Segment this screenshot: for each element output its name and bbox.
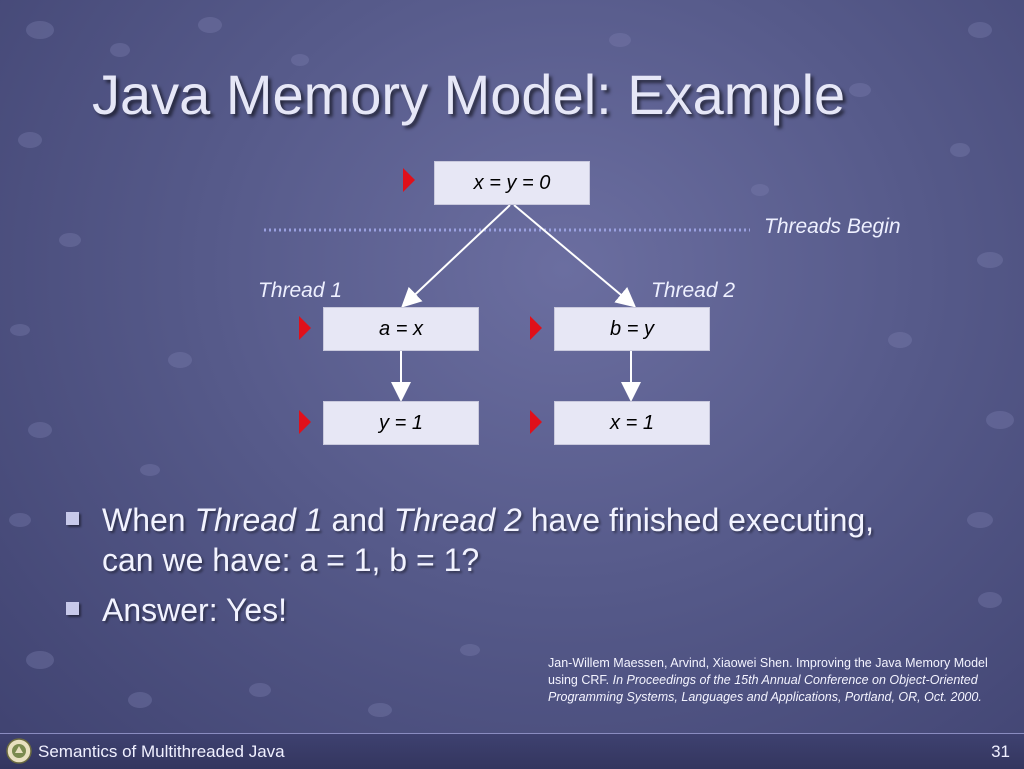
thread2-stmt1: b = y	[610, 317, 654, 340]
red-marker-icon	[299, 410, 311, 434]
thread1-stmt2: y = 1	[379, 411, 423, 434]
thread2-stmt2: x = 1	[610, 411, 654, 434]
red-marker-icon	[530, 316, 542, 340]
thread2-label: Thread 2	[651, 279, 736, 302]
square-bullet-icon	[66, 602, 79, 615]
bullet-item-question: When Thread 1 and Thread 2 have finished…	[62, 500, 922, 580]
slide-title: Java Memory Model: Example	[92, 63, 846, 126]
arrow-init-to-thread2	[513, 204, 637, 308]
thread1-label: Thread 1	[258, 279, 343, 302]
thread1-stmt1-box: a = x	[323, 307, 479, 351]
bullet-list: When Thread 1 and Thread 2 have finished…	[62, 500, 922, 640]
red-marker-icon	[403, 168, 415, 192]
arrow-init-to-thread1	[401, 204, 511, 308]
square-bullet-icon	[66, 512, 79, 525]
bullet-item-answer: Answer: Yes!	[62, 590, 922, 630]
footer-bar: Semantics of Multithreaded Java 31	[0, 733, 1024, 769]
init-statement: x = y = 0	[473, 171, 551, 194]
citation: Jan-Willem Maessen, Arvind, Xiaowei Shen…	[548, 656, 988, 704]
thread1-stmt2-box: y = 1	[323, 401, 479, 445]
university-seal-icon	[6, 738, 32, 764]
init-box: x = y = 0	[434, 161, 590, 205]
footer-title: Semantics of Multithreaded Java	[38, 742, 285, 761]
thread1-stmt1: a = x	[379, 317, 423, 340]
thread2-stmt2-box: x = 1	[554, 401, 710, 445]
red-marker-icon	[530, 410, 542, 434]
thread2-stmt1-box: b = y	[554, 307, 710, 351]
page-number: 31	[991, 742, 1010, 761]
threads-begin-label: Threads Begin	[764, 215, 901, 238]
red-marker-icon	[299, 316, 311, 340]
